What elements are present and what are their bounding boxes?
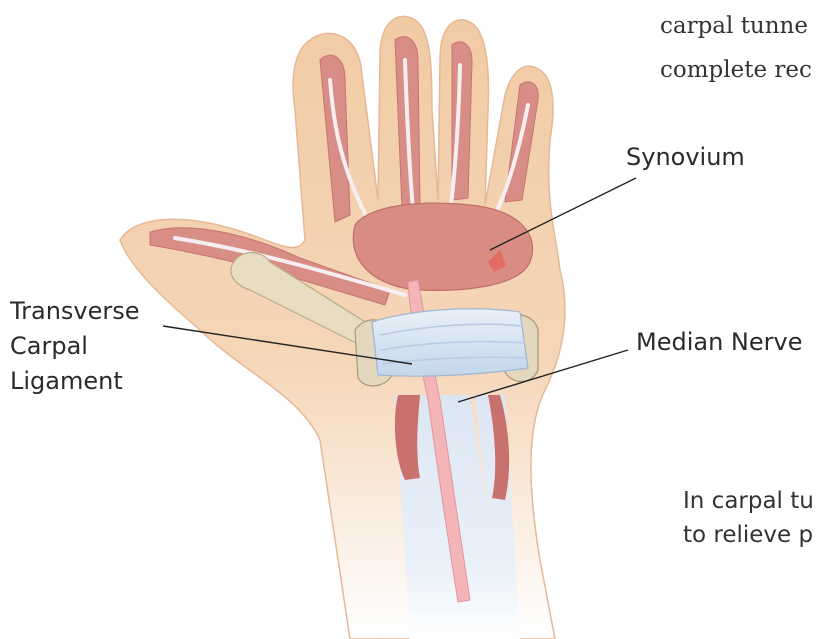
ligament-label-line3: Ligament: [10, 364, 123, 398]
clipped-text-bottom-line1: In carpal tu: [683, 485, 814, 517]
ligament-label-line2: Carpal: [10, 329, 88, 363]
median-nerve-label: Median Nerve: [636, 325, 802, 359]
clipped-text-top-line1: carpal tunne: [660, 8, 808, 44]
clipped-text-bottom-line2: to relieve p: [683, 519, 813, 551]
transverse-carpal-ligament: [372, 309, 528, 376]
clipped-text-top-line2: complete rec: [660, 52, 812, 88]
synovium-tissue: [353, 203, 532, 290]
ligament-label-line1: Transverse: [10, 294, 140, 328]
synovium-label: Synovium: [626, 140, 745, 174]
